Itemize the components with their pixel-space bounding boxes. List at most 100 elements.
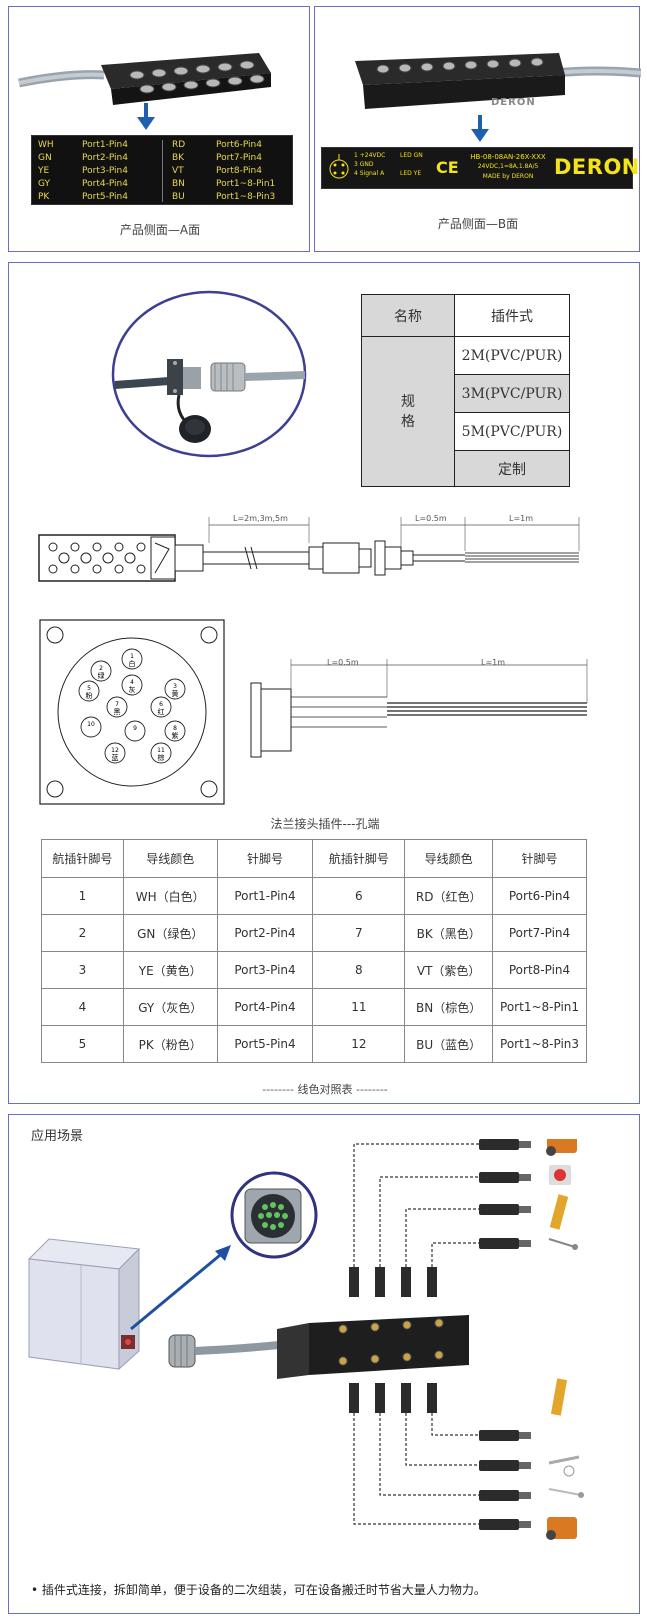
short-wire-label: L=0.5m (415, 514, 447, 523)
legend-color-code: PK (38, 192, 50, 202)
pin-table-cell: Port7-Pin4 (492, 914, 587, 952)
pin-color: 棕 (158, 753, 165, 762)
pin-table-cell: GN（绿色） (122, 914, 218, 952)
flange-long-wire-label: L=1m (481, 658, 506, 667)
pin-table-cell: VT（紫色） (404, 951, 494, 989)
pin-table-header: 导线颜色 (122, 839, 218, 878)
flange-caption: 法兰接头插件---孔端 (270, 817, 380, 831)
pin-circle: 8紫 (164, 720, 186, 742)
pin-table-header: 导线颜色 (404, 839, 494, 878)
spec-custom: 定制 (454, 450, 570, 487)
pin-table-cell: GY（灰色） (122, 988, 218, 1026)
pin-table-cell: PK（粉色） (122, 1025, 218, 1063)
pin-line: 4 Signal A (354, 170, 385, 177)
made-by-text: MADE by DERON (482, 173, 534, 180)
pin-number: 4 (130, 679, 134, 686)
pin-table-cell: Port4-Pin4 (216, 988, 314, 1026)
pin-number: 8 (173, 725, 177, 732)
legend-row: BK Port7-Pin4 (172, 152, 290, 165)
legend-color-code: GN (38, 153, 52, 163)
pin-table-cell: RD（红色） (404, 877, 494, 915)
pin-circle: 6红 (150, 696, 172, 718)
pin-table-header: 针脚号 (492, 839, 587, 878)
application-note: • 插件式连接，拆卸简单，便于设备的二次组装，可在设备搬迁时节省大量人力物力。 (31, 1583, 486, 1597)
pin-number: 6 (159, 701, 163, 708)
pin-table-header: 针脚号 (216, 839, 314, 878)
pin-table-cell: Port8-Pin4 (492, 951, 587, 989)
pin-table-header: 航插针脚号 (312, 839, 406, 878)
legend-row: PK Port5-Pin4 (38, 191, 156, 204)
side-b-panel: DERON 1 +24VDC 3 GND 4 Signal A LED GN L… (314, 6, 641, 252)
legend-port: Port1-Pin4 (82, 140, 128, 150)
legend-color-code: BK (172, 153, 185, 163)
spec-header-name: 名称 (361, 294, 455, 337)
application-title: 应用场景 (31, 1129, 84, 1144)
application-scene (27, 1139, 584, 1540)
pin-line: 1 +24VDC (354, 152, 386, 159)
pin-table-cell: 4 (41, 988, 124, 1026)
pin-circle: 5粉 (78, 680, 100, 702)
legend-port: Port1~8-Pin1 (216, 179, 276, 189)
spec-option: 5M(PVC/PUR) (454, 412, 570, 451)
pin-table-cell: 11 (312, 988, 406, 1026)
pin-table-cell: 12 (312, 1025, 406, 1063)
legend-port: Port8-Pin4 (216, 166, 262, 176)
led-line: LED GN (400, 152, 423, 159)
pin-number: 5 (87, 685, 91, 692)
box-brand-text: DERON (491, 97, 536, 108)
pin-table-cell: YE（黄色） (122, 951, 218, 989)
legend-port: Port5-Pin4 (82, 192, 128, 202)
cable-length-label: L=2m,3m,5m (233, 514, 288, 523)
pin-color: 红 (158, 707, 165, 716)
connector-photo (111, 290, 307, 458)
pin-number: 7 (115, 701, 119, 708)
down-arrow-icon (137, 103, 155, 130)
flange-dimension-drawing (250, 659, 588, 758)
long-wire-label: L=1m (509, 514, 534, 523)
legend-color-code: RD (172, 140, 186, 150)
pin-circle: 10 (80, 716, 102, 738)
pin-table-cell: Port2-Pin4 (216, 914, 314, 952)
spec-option: 3M(PVC/PUR) (454, 374, 570, 413)
pin-table-cell: Port5-Pin4 (216, 1025, 314, 1063)
pin-table-cell: WH（白色） (122, 877, 218, 915)
pin-number: 10 (87, 721, 95, 728)
pin-number: 3 (173, 683, 177, 690)
spec-panel: 名称 插件式 规 格 2M(PVC/PUR) 3M(PVC/PUR) 5M(PV… (8, 262, 640, 1104)
legend-port: Port3-Pin4 (82, 166, 128, 176)
legend-port: Port1~8-Pin3 (216, 192, 276, 202)
pin-table-cell: 3 (41, 951, 124, 989)
pin-table-cell: BN（棕色） (404, 988, 494, 1026)
pin-color: 粉 (86, 691, 93, 700)
product-dimension-drawing (38, 517, 580, 582)
flange-short-wire-label: L=0.5m (327, 658, 359, 667)
pin-table-cell: 5 (41, 1025, 124, 1063)
ce-mark: CE (436, 158, 459, 177)
pin-number: 2 (99, 665, 103, 672)
side-b-caption: 产品侧面—B面 (437, 217, 519, 231)
pin-number: 9 (133, 725, 137, 732)
pin-table-cell: BU（蓝色） (404, 1025, 494, 1063)
pin-table-cell: Port1~8-Pin1 (492, 988, 587, 1026)
legend-color-code: BN (172, 179, 185, 189)
pin-circle: 12蓝 (104, 742, 126, 764)
pin-table-cell: Port6-Pin4 (492, 877, 587, 915)
legend-color-code: YE (38, 166, 50, 176)
distribution-box-image-b (355, 53, 641, 109)
pin-circle: 3黄 (164, 678, 186, 700)
rating-text: 24VDC,1=8A,1.8A/5 (477, 163, 539, 170)
pin-table-header: 航插针脚号 (41, 839, 124, 878)
pin-table-cell: 7 (312, 914, 406, 952)
legend-port: Port7-Pin4 (216, 153, 262, 163)
pin-circle: 1白 (121, 648, 143, 670)
spec-label-text: 规 格 (401, 393, 415, 430)
side-a-caption: 产品侧面—A面 (119, 223, 201, 237)
